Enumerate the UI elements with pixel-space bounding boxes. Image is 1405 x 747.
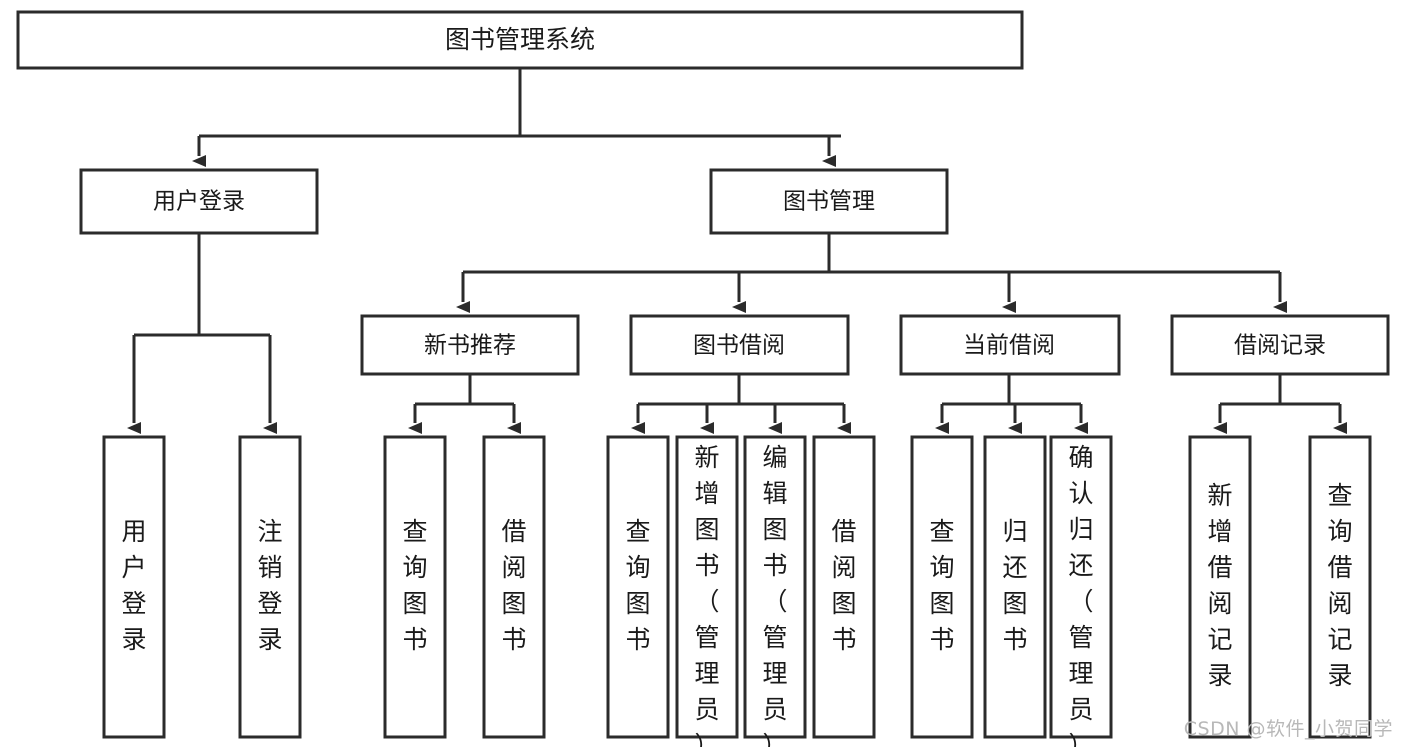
- node-user-login[interactable]: 用户登录: [79, 168, 319, 235]
- connector-group-user-login-to-leaves: [127, 233, 277, 434]
- leaf-box: [675, 435, 739, 739]
- leaf-label: 借阅图书: [831, 517, 856, 654]
- node-new-book-recommend-box: [360, 314, 580, 376]
- leaf-node-confirm-return-admin[interactable]: 确认归还（管理员）: [1049, 435, 1113, 747]
- leaf-node-query-book-1[interactable]: 查询图书: [383, 435, 447, 739]
- node-book-manage[interactable]: 图书管理: [709, 168, 949, 235]
- node-new-book-recommend[interactable]: 新书推荐: [360, 314, 580, 376]
- node-root[interactable]: 图书管理系统: [16, 10, 1024, 70]
- node-current-borrow-box: [899, 314, 1121, 376]
- leaf-node-query-book-2[interactable]: 查询图书: [606, 435, 670, 739]
- leaf-label: 查询借阅记录: [1327, 481, 1352, 690]
- leaf-label: 编辑图书（管理员）: [762, 443, 787, 747]
- node-book-borrow[interactable]: 图书借阅: [629, 314, 850, 376]
- connector-group-book-borrow-leaves: [631, 374, 851, 434]
- leaf-node-edit-book-admin[interactable]: 编辑图书（管理员）: [743, 435, 807, 747]
- leaf-label: 注销登录: [257, 517, 282, 654]
- node-root-label: 图书管理系统: [445, 25, 595, 54]
- leaf-label: 查询图书: [402, 517, 427, 654]
- connector-group-root-to-level2: [192, 68, 841, 167]
- leaf-node-query-book-3[interactable]: 查询图书: [910, 435, 974, 739]
- leaf-box: [743, 435, 807, 739]
- leaf-node-logout[interactable]: 注销登录: [238, 435, 302, 739]
- leaf-box: [482, 435, 546, 739]
- leaf-node-borrow-book-1[interactable]: 借阅图书: [482, 435, 546, 739]
- node-book-borrow-label: 图书借阅: [693, 333, 785, 359]
- leaf-label: 查询图书: [625, 517, 650, 654]
- leaf-box: [983, 435, 1047, 739]
- leaf-box: [238, 435, 302, 739]
- node-book-manage-label: 图书管理: [783, 189, 875, 215]
- leaf-node-query-borrow-record[interactable]: 查询借阅记录: [1308, 435, 1372, 739]
- leaf-label: 归还图书: [1002, 517, 1027, 654]
- leaf-node-borrow-book-2[interactable]: 借阅图书: [812, 435, 876, 739]
- leaf-label: 新增借阅记录: [1207, 481, 1232, 690]
- leaf-label: 借阅图书: [501, 517, 526, 654]
- leaf-label: 确认归还（管理员）: [1068, 443, 1093, 747]
- leaf-box: [1049, 435, 1113, 739]
- leaf-node-add-book-admin[interactable]: 新增图书（管理员）: [675, 435, 739, 747]
- leaf-box: [102, 435, 166, 739]
- connector-group-borrow-record-leaves: [1213, 374, 1347, 434]
- connector-group-new-book-rec-leaves: [408, 374, 521, 434]
- leaf-box: [383, 435, 447, 739]
- leaf-box: [812, 435, 876, 739]
- leaf-node-return-book[interactable]: 归还图书: [983, 435, 1047, 739]
- connector-group-book-manage-to-level3: [456, 233, 1287, 313]
- node-root-box: [16, 10, 1024, 70]
- leaf-box: [1188, 435, 1252, 739]
- node-borrow-record-label: 借阅记录: [1234, 333, 1326, 359]
- leaf-label: 新增图书（管理员）: [694, 443, 719, 747]
- node-user-login-box: [79, 168, 319, 235]
- node-borrow-record-box: [1170, 314, 1390, 376]
- leaf-node-user-login[interactable]: 用户登录: [102, 435, 166, 739]
- node-user-login-label: 用户登录: [153, 189, 245, 215]
- leaf-label: 用户登录: [121, 517, 146, 654]
- leaf-label: 查询图书: [929, 517, 954, 654]
- leaf-node-add-borrow-record[interactable]: 新增借阅记录: [1188, 435, 1252, 739]
- node-book-manage-box: [709, 168, 949, 235]
- connector-group-current-borrow-leaves: [935, 374, 1088, 434]
- node-book-borrow-box: [629, 314, 850, 376]
- leaf-box: [606, 435, 670, 739]
- node-borrow-record[interactable]: 借阅记录: [1170, 314, 1390, 376]
- leaf-box: [1308, 435, 1372, 739]
- node-current-borrow[interactable]: 当前借阅: [899, 314, 1121, 376]
- node-current-borrow-label: 当前借阅: [963, 333, 1055, 359]
- node-new-book-recommend-label: 新书推荐: [424, 333, 516, 359]
- leaf-box: [910, 435, 974, 739]
